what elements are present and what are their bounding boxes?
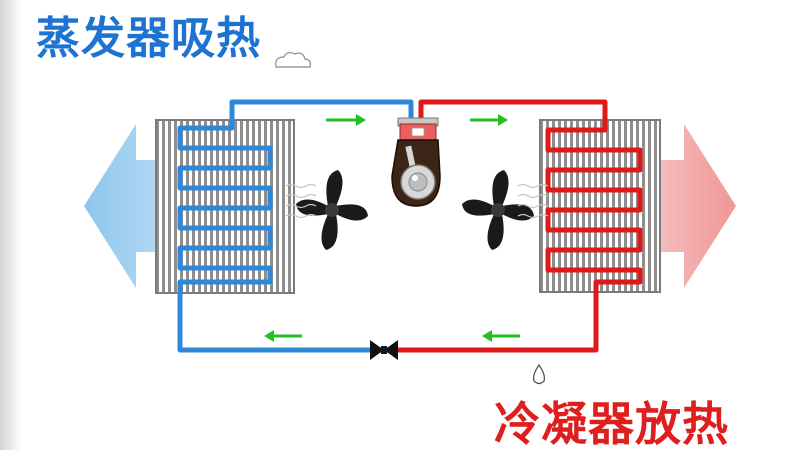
left-shadow-strip	[0, 0, 22, 450]
condenser-coil	[545, 99, 643, 353]
condenser-title: 冷凝器放热	[494, 397, 729, 451]
suction-pipe	[229, 99, 414, 124]
evaporator-title: 蒸发器吸热	[36, 13, 261, 64]
fan-icon	[462, 170, 534, 250]
evaporator-coil	[177, 115, 273, 343]
air-waves-left	[285, 183, 317, 219]
flow-arrow-bottom-right	[482, 330, 520, 342]
air-waves-right	[517, 183, 549, 219]
flow-arrow-top-right	[470, 114, 508, 126]
flow-arrow-top-left	[326, 114, 366, 126]
discharge-pipe	[418, 99, 605, 124]
water-drop-icon	[532, 363, 546, 385]
fan-icon	[296, 170, 368, 250]
liquid-pipe-cold	[177, 340, 384, 353]
cloud-icon	[274, 51, 312, 68]
compressor-icon	[391, 117, 441, 207]
expansion-valve-icon	[370, 340, 398, 360]
flow-arrow-bottom-left	[264, 330, 302, 342]
